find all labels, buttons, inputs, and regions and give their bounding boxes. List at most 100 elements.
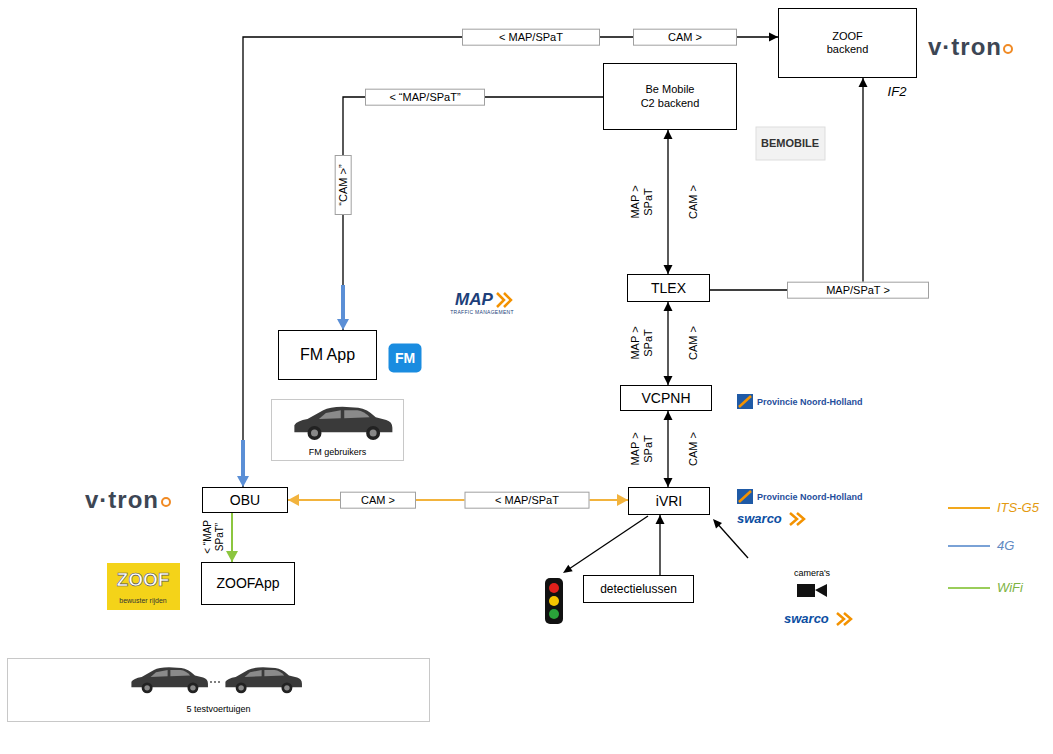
connector: [664, 302, 673, 385]
connector: [226, 513, 238, 562]
arrow-head: [664, 302, 673, 311]
camera-arrow: [713, 519, 722, 528]
signal-arrow: [566, 516, 648, 571]
edge-label: MAP > SPaT: [629, 429, 654, 469]
dotted-line: [210, 681, 222, 683]
legend-item: 4G: [948, 538, 1014, 553]
message-label: CAM >: [340, 492, 416, 509]
province-icon: [737, 394, 753, 409]
connector: [337, 97, 603, 330]
camera-icon: [815, 584, 827, 597]
logo-ring: [162, 498, 170, 506]
node-text: ZOOFApp: [216, 575, 279, 592]
legend-line: [948, 507, 990, 509]
logo-ground: [756, 127, 825, 160]
car-picture: [294, 407, 392, 440]
arrow-head: [769, 33, 778, 42]
legend-line: [948, 587, 990, 589]
node-text: iVRI: [656, 493, 682, 510]
node-text: FM App: [300, 345, 355, 364]
edge-label: MAP > SPaT: [629, 182, 654, 222]
arrow-head: [664, 265, 673, 274]
process-box: Be Mobile C2 backend: [603, 63, 737, 130]
arrow-head: [664, 376, 673, 385]
edge-label: < “MAP SPaT”: [202, 515, 225, 559]
node-text: VCPNH: [641, 390, 690, 407]
connector-line: [341, 285, 345, 322]
connector: [656, 515, 665, 575]
province-icon: [737, 489, 753, 504]
arrow-head: [664, 478, 673, 487]
map-chevrons: [497, 293, 511, 307]
node-text: FM gebruikers: [309, 447, 367, 458]
process-box: OBU: [202, 487, 288, 513]
logo-text: MAP: [455, 290, 493, 310]
process-box: iVRI: [628, 487, 710, 515]
interface-label: IF2: [888, 85, 907, 100]
logo-text: ZOOF: [117, 569, 170, 591]
camera-arrow: [715, 521, 748, 558]
connector-line: [243, 37, 778, 487]
connector-line: [241, 440, 245, 479]
traffic-light: [549, 609, 559, 619]
logo-text: Provincie Noord-Holland: [757, 492, 863, 502]
connector: [664, 411, 673, 487]
arrow-head: [288, 494, 299, 506]
connector: [237, 33, 778, 488]
message-label: CAM >: [687, 185, 700, 219]
node-text: ZOOF backend: [818, 30, 878, 56]
legend-text: 4G: [997, 538, 1014, 553]
logo-text: Provincie Noord-Holland: [757, 397, 863, 407]
connector-line: [667, 411, 668, 487]
traffic-light: [549, 596, 559, 606]
arrow-head: [664, 130, 673, 139]
picture-box: FM gebruikers: [271, 399, 404, 461]
zoof-logo-ground: [107, 563, 180, 610]
logo-text: bewuster rijden: [119, 597, 166, 605]
app-icon: FM: [389, 344, 422, 373]
node-text: Be Mobile C2 backend: [638, 83, 702, 109]
device-label: camera's: [794, 568, 830, 578]
arrow-head: [664, 411, 673, 420]
edge-label: MAP/SPaT >: [787, 282, 929, 299]
process-box: TLEX: [627, 274, 710, 302]
logo-text: TRAFFIC MANAGEMENT: [450, 310, 514, 316]
swarco-chevrons: [837, 613, 851, 625]
logo-text: BEMOBILE: [761, 137, 819, 150]
traffic-light: [549, 583, 559, 593]
process-box: ZOOFApp: [201, 562, 295, 605]
province-icon: [739, 396, 751, 407]
province-icon: [739, 491, 751, 502]
node-text: detectielussen: [600, 582, 677, 596]
logo-text: v·tron: [928, 33, 1002, 61]
legend-text: ITS-G5: [997, 500, 1039, 515]
legend-line: [948, 545, 990, 547]
node-text: OBU: [230, 492, 260, 509]
arrow-head: [337, 319, 349, 330]
process-box: VCPNH: [620, 385, 712, 411]
logo-text: swarco: [784, 612, 829, 627]
traffic-light: [545, 578, 563, 624]
signal-arrow: [563, 565, 573, 573]
message-label: “CAM >”: [335, 155, 352, 215]
edge-label: < MAP/SPaT: [465, 492, 590, 509]
camera-icon: [797, 584, 815, 597]
legend-item: WiFi: [948, 580, 1023, 595]
message-label: CAM >: [687, 326, 700, 360]
node-text: TLEX: [651, 280, 686, 297]
process-box: FM App: [278, 330, 377, 380]
arrow-head: [617, 494, 628, 506]
edge-label: < “MAP/SPaT”: [365, 89, 485, 106]
logo-text: swarco: [737, 512, 782, 527]
message-label: CAM >: [633, 29, 737, 46]
connector-line: [667, 302, 668, 385]
edge-label: < MAP/SPaT: [462, 29, 600, 46]
connector-line: [667, 130, 668, 274]
connector: [664, 130, 673, 274]
arrow-head: [226, 551, 238, 562]
arrow-head: [656, 515, 665, 524]
connector-line: [343, 97, 603, 330]
